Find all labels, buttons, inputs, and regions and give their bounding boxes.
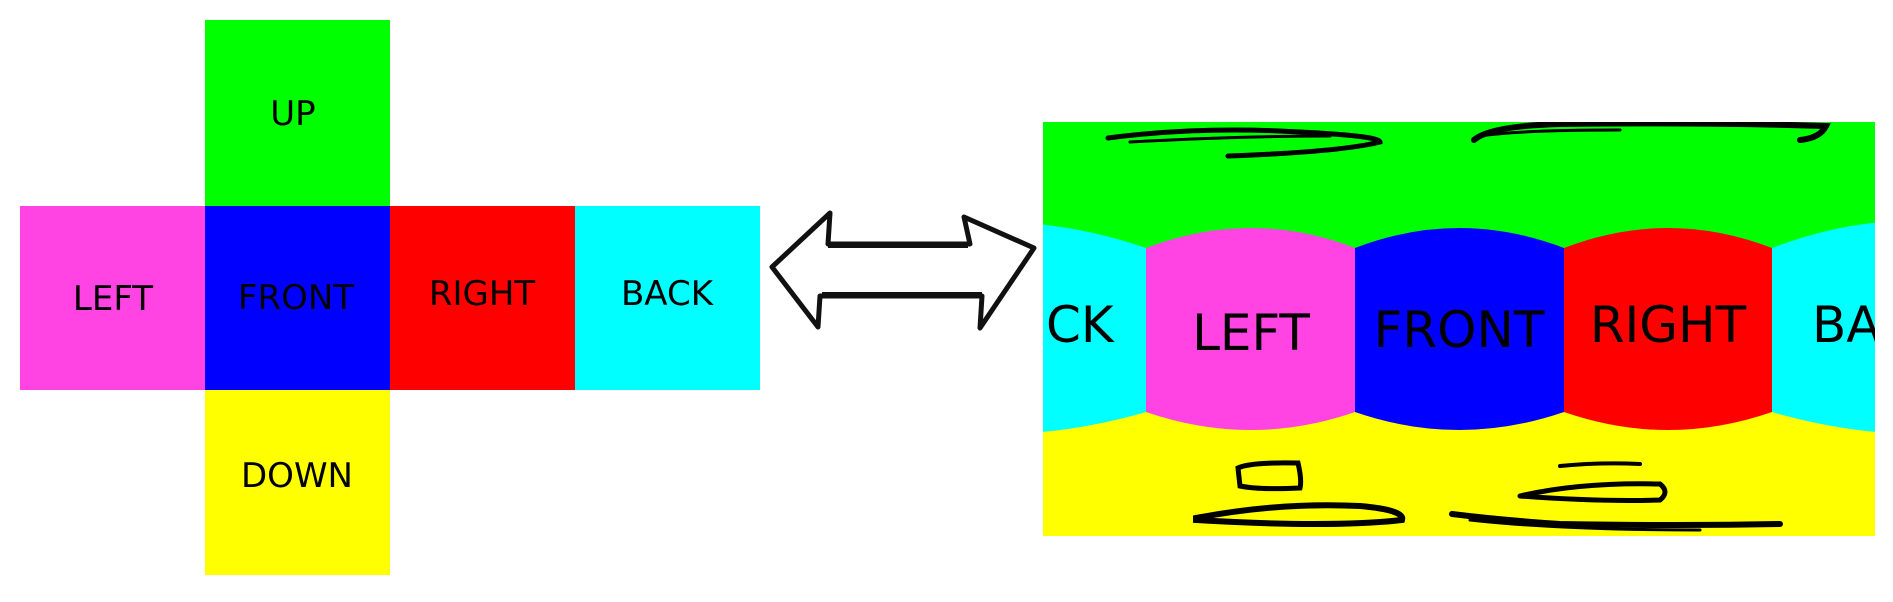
- face-down: DOWN: [205, 390, 390, 575]
- equirect-right-label: RIGHT: [1590, 296, 1747, 354]
- equirect-back-left-label: CK: [1046, 296, 1115, 354]
- face-right-label: RIGHT: [429, 274, 536, 314]
- face-right: RIGHT: [390, 206, 575, 390]
- distorted-down-lettering: [1193, 460, 1783, 532]
- face-up: UP: [205, 20, 390, 206]
- face-left: LEFT: [20, 206, 205, 390]
- face-back: BACK: [575, 206, 760, 390]
- equirect-back-left-region: [1043, 224, 1146, 432]
- face-front-label: FRONT: [238, 278, 354, 318]
- face-up-tile: [205, 20, 390, 206]
- equirect-back-right-label: BA: [1812, 296, 1881, 354]
- face-back-label: BACK: [621, 274, 715, 314]
- face-down-label: DOWN: [241, 456, 353, 496]
- equirect-panorama: CK LEFT FRONT RIGHT BA: [1043, 122, 1881, 536]
- distorted-up-lettering: [1105, 122, 1831, 159]
- equirect-left-region: [1146, 228, 1355, 430]
- equirect-left-label: LEFT: [1192, 304, 1310, 362]
- face-left-tile: [20, 206, 205, 390]
- face-down-tile: [205, 390, 390, 575]
- face-right-tile: [390, 206, 575, 390]
- face-left-label: LEFT: [73, 279, 153, 319]
- cubemap-cross: UP LEFT FRONT RIGHT BACK DOWN: [20, 20, 760, 575]
- face-front: FRONT: [205, 206, 390, 390]
- equirect-front-region: [1355, 228, 1564, 430]
- face-back-tile: [575, 206, 760, 390]
- double-headed-arrow-icon: [769, 210, 1037, 331]
- equirect-right-region: [1564, 228, 1772, 430]
- equirect-back-right-region: [1772, 222, 1875, 432]
- face-up-label: UP: [270, 94, 315, 134]
- equirect-front-label: FRONT: [1374, 301, 1545, 359]
- face-front-tile: [205, 206, 390, 390]
